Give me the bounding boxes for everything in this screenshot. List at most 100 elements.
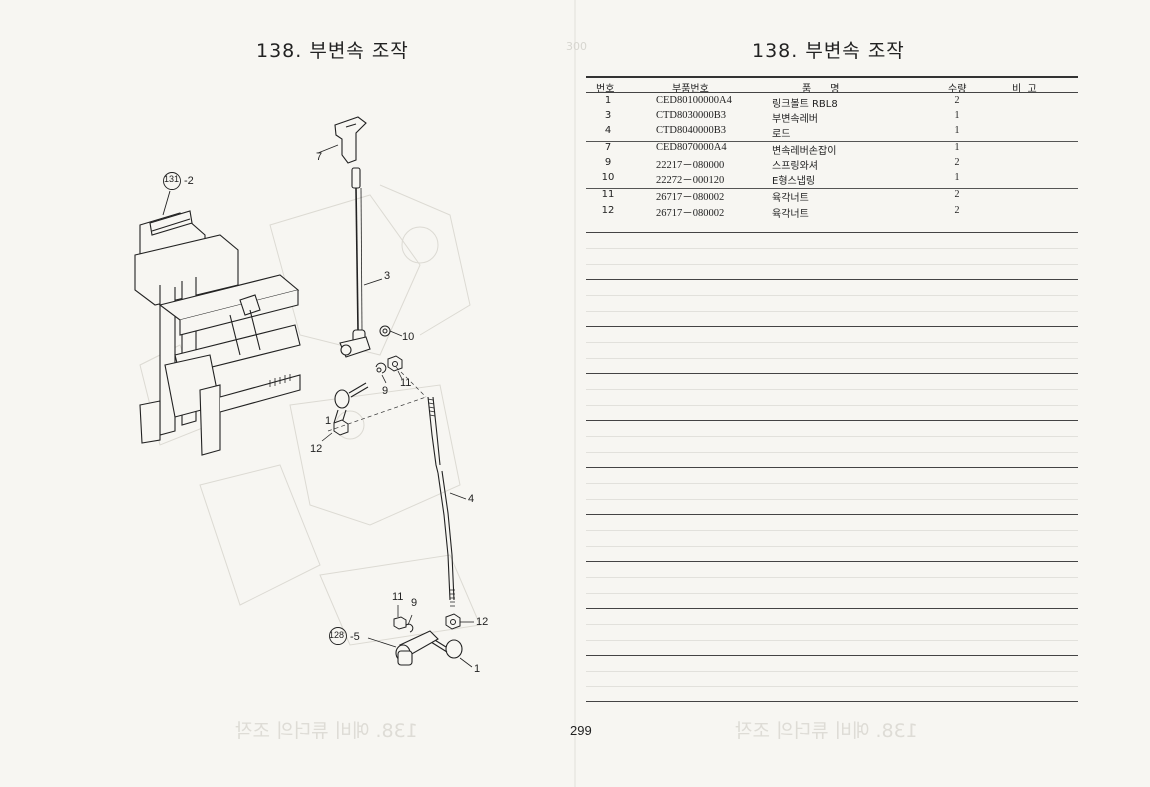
row-name: 육각너트 (772, 193, 809, 204)
row-qty: 2 (954, 205, 960, 216)
row-qty: 2 (954, 95, 960, 106)
header-rule (586, 92, 1078, 93)
row-part-no: 26717－080002 (656, 208, 725, 219)
bleed-through-title-left: 138. 예비 튜더의 조작 (235, 720, 418, 742)
header-name: 품 명 (802, 84, 840, 95)
empty-rule (586, 232, 1078, 233)
group-rule (586, 188, 1078, 189)
row-no: 3 (604, 110, 612, 121)
table-row: 12 26717－080002 육각너트 2 (586, 204, 1078, 220)
row-no: 1 (604, 95, 612, 106)
empty-rule (586, 326, 1078, 327)
table-row: 7 CED8070000A4 변속레버손잡이 1 (586, 141, 1078, 157)
faint-rule (586, 436, 1078, 437)
table-row: 11 26717－080002 육각너트 2 (586, 188, 1078, 204)
nut-11-upper (387, 355, 403, 372)
left-page-title: 138. 부변속 조작 (256, 40, 409, 62)
faint-rule (586, 546, 1078, 547)
faint-rule (586, 295, 1078, 296)
ref-circle-131 (163, 172, 181, 190)
row-qty: 2 (954, 157, 960, 168)
empty-rule (586, 467, 1078, 468)
header-qty: 수량 (948, 84, 967, 95)
row-no: 10 (601, 172, 615, 183)
knob-7 (334, 116, 367, 164)
callout-9-lower: 9 (411, 597, 418, 609)
row-no: 4 (604, 125, 612, 136)
exploded-parts-diagram: 131 -2 7 3 10 9 11 1 12 4 11 9 12 128 -5… (120, 105, 520, 685)
bracket-ticks (269, 374, 291, 387)
faint-rule (586, 248, 1078, 249)
lever-128-5 (395, 630, 439, 666)
callout-4: 4 (468, 493, 475, 505)
row-name: E형스냅링 (772, 176, 816, 187)
diagram-drawing (134, 116, 481, 668)
row-no: 9 (604, 157, 612, 168)
callout-128-suffix: -5 (350, 631, 360, 643)
callout-11-upper: 11 (400, 377, 412, 389)
page-spine (574, 0, 576, 787)
row-part-no: 26717－080002 (656, 192, 725, 203)
nut-12-upper (333, 419, 349, 436)
bleed-through-title-right: 138. 예비 튜더의 조작 (735, 720, 918, 742)
callout-131-suffix: -2 (184, 175, 194, 187)
row-part-no: CTD8040000B3 (656, 125, 727, 136)
row-no: 7 (604, 142, 612, 153)
callout-3: 3 (384, 270, 391, 282)
empty-rule (586, 561, 1078, 562)
rod-4-threads (427, 398, 455, 607)
callout-12-upper: 12 (310, 443, 323, 455)
empty-rule (586, 655, 1078, 656)
ref-circle-128 (329, 627, 347, 645)
table-top-rule (586, 76, 1078, 78)
row-qty: 2 (954, 189, 960, 200)
callout-128: 128 (329, 630, 345, 640)
header-no: 번호 (596, 84, 615, 95)
lever-3 (339, 167, 371, 358)
row-part-no: 22272－000120 (656, 175, 725, 186)
faint-rule (586, 483, 1078, 484)
row-part-no: 22217－080000 (656, 160, 725, 171)
callout-10: 10 (402, 331, 415, 343)
row-part-no: CED80100000A4 (656, 95, 732, 106)
faint-rule (586, 640, 1078, 641)
row-no: 12 (601, 205, 615, 216)
link-bolt-1-lower (429, 636, 463, 659)
row-name: 변속레버손잡이 (772, 146, 837, 157)
snap-ring-10 (379, 325, 391, 337)
empty-rule (586, 514, 1078, 515)
faint-rule (586, 530, 1078, 531)
header-note: 비 고 (1012, 84, 1037, 95)
row-no: 11 (601, 189, 615, 200)
bracket-assembly-131 (134, 210, 301, 456)
row-name: 육각너트 (772, 209, 809, 220)
callout-7: 7 (316, 151, 323, 163)
washer-9-upper (375, 362, 387, 374)
empty-rule (586, 279, 1078, 280)
table-row: 1 CED80100000A4 링크볼트 RBL8 2 (586, 94, 1078, 110)
faint-rule (586, 686, 1078, 687)
faint-rule (586, 671, 1078, 672)
bleed-through-page-number: 300 (566, 40, 587, 53)
faint-rule (586, 577, 1078, 578)
leader-131 (162, 190, 171, 216)
header-part-no: 부품번호 (672, 84, 709, 95)
nut-11-lower (393, 616, 407, 630)
group-rule (586, 141, 1078, 142)
empty-rule (586, 701, 1078, 702)
row-name: 스프링와셔 (772, 161, 818, 172)
callout-1-lower: 1 (474, 663, 481, 675)
faint-rule (586, 311, 1078, 312)
table-row: 9 22217－080000 스프링와셔 2 (586, 156, 1078, 172)
callout-131: 131 (164, 174, 180, 184)
empty-rule (586, 373, 1078, 374)
table-row: 4 CTD8040000B3 로드 1 (586, 124, 1078, 140)
row-qty: 1 (954, 125, 960, 136)
faint-rule (586, 342, 1078, 343)
page-number: 299 (570, 723, 592, 738)
faint-rule (586, 358, 1078, 359)
faint-rule (586, 452, 1078, 453)
nut-12-lower (445, 613, 461, 630)
callout-9-upper: 9 (382, 385, 389, 397)
faint-rule (586, 499, 1078, 500)
